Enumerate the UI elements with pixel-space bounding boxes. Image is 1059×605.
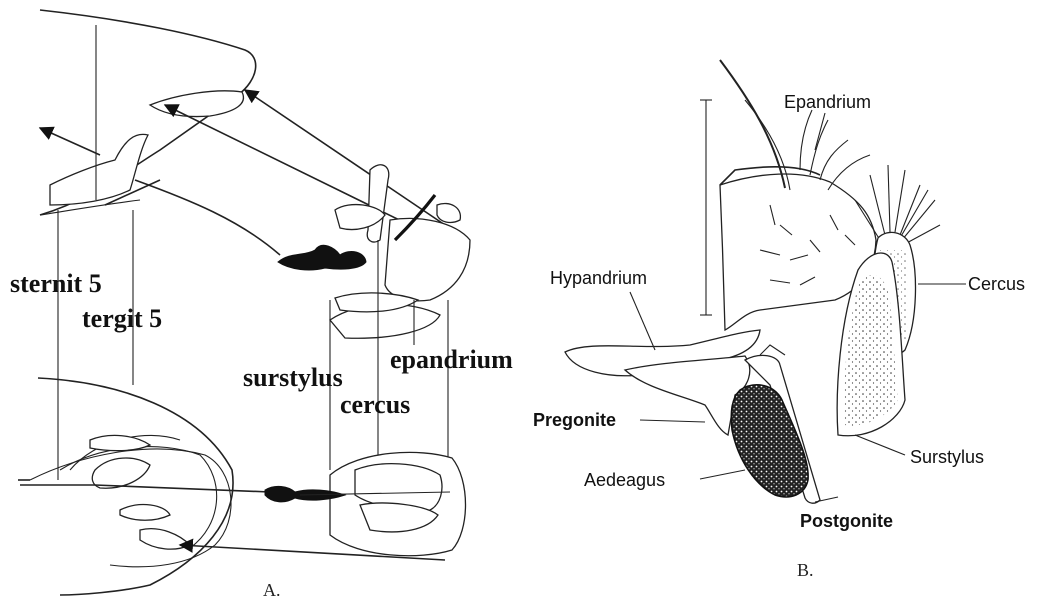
panel-label-a: A.	[263, 580, 281, 600]
arrow-to-flap-2	[245, 90, 445, 225]
label-surstylus-b: Surstylus	[910, 447, 984, 467]
aedeagus-dark-side	[278, 245, 366, 270]
label-epandrium-a: epandrium	[390, 345, 513, 374]
label-cercus-b: Cercus	[968, 274, 1025, 294]
label-surstylus-a: surstylus	[243, 363, 343, 392]
label-aedeagus-b: Aedeagus	[584, 470, 665, 490]
label-tergit-5: tergit 5	[82, 304, 162, 333]
label-cercus-a: cercus	[340, 390, 410, 419]
epandrium-side	[385, 218, 470, 300]
panel-a-diagram: sternit 5 tergit 5 surstylus cercus epan…	[10, 10, 513, 600]
panel-b-diagram: Epandrium Hypandrium Cercus Pregonite Ae…	[533, 60, 1025, 580]
segment-flap	[150, 91, 243, 117]
label-pregonite-b: Pregonite	[533, 410, 616, 430]
arrow-left	[40, 128, 100, 155]
label-epandrium-b: Epandrium	[784, 92, 871, 112]
label-sternit-5: sternit 5	[10, 269, 102, 298]
aedeagus-b	[731, 385, 808, 497]
label-hypandrium-b: Hypandrium	[550, 268, 647, 288]
label-postgonite-b: Postgonite	[800, 511, 893, 531]
panel-label-b: B.	[797, 560, 814, 580]
